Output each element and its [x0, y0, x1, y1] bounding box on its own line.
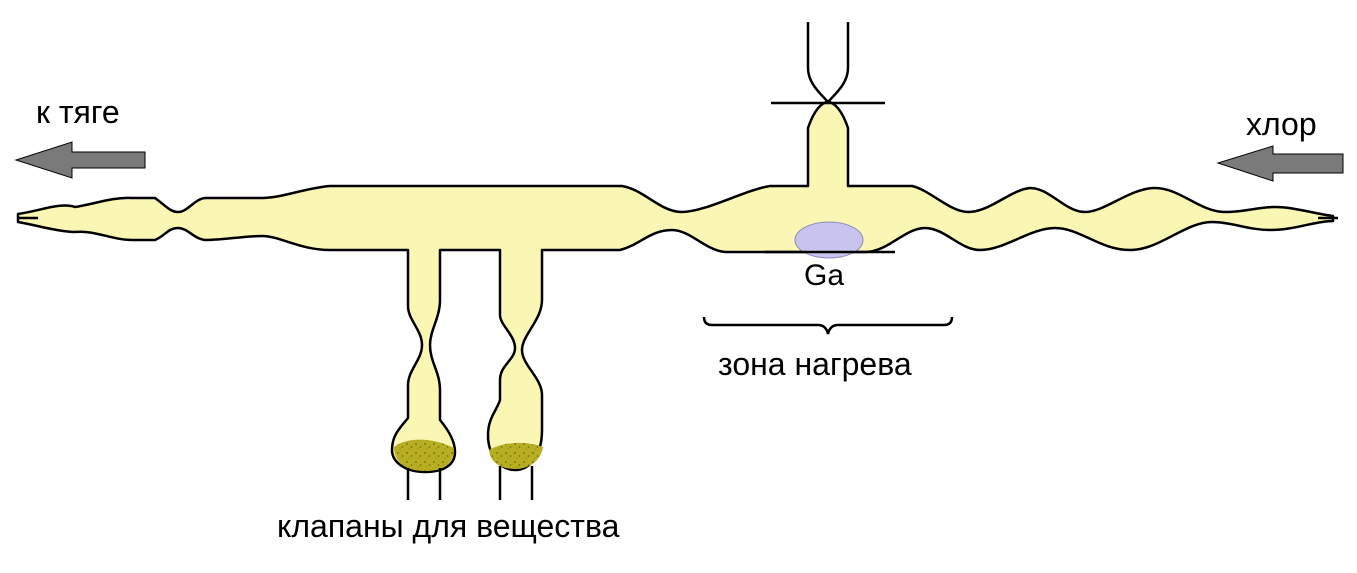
chlorine-label: хлор	[1246, 106, 1317, 142]
sealing-tip	[771, 22, 885, 105]
gallium-drop	[794, 221, 864, 259]
arrow-left-icon	[1216, 145, 1344, 182]
heating-zone-brace	[702, 316, 954, 335]
valves-label: клапаны для вещества	[277, 508, 620, 544]
arrow-left-icon	[14, 141, 146, 179]
substance-right	[489, 442, 543, 469]
exhaust-label: к тяге	[36, 94, 120, 130]
valve-stems	[406, 466, 534, 500]
substance-left	[394, 439, 454, 471]
main-tube	[16, 100, 1335, 474]
gallium-label: Ga	[804, 259, 844, 292]
heating-zone-label: зона нагрева	[718, 346, 912, 382]
